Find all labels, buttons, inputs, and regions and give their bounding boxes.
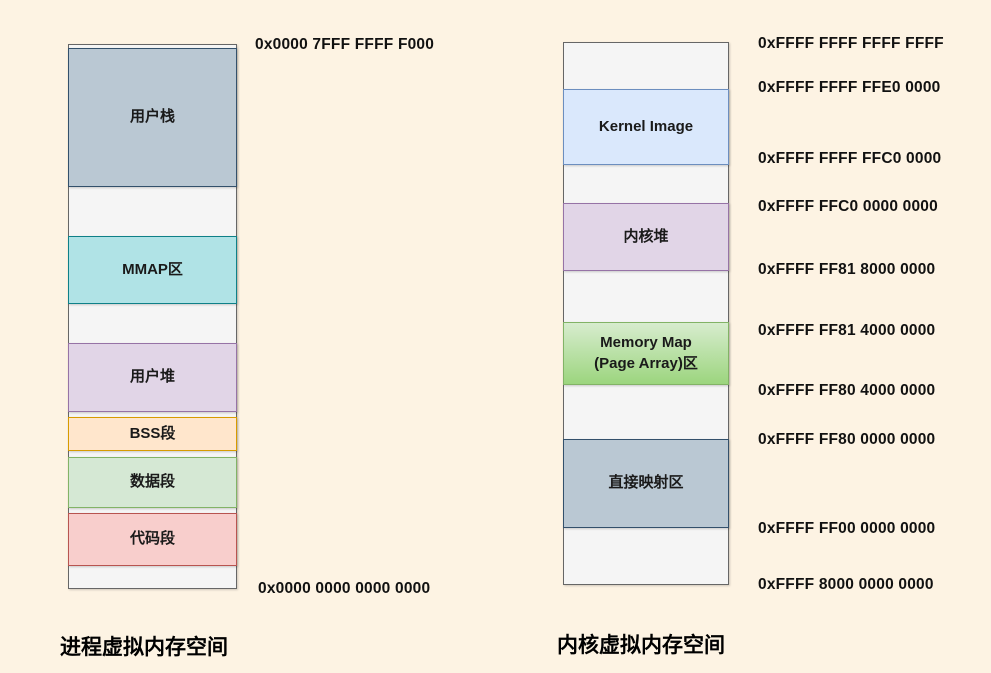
memory-segment: 直接映射区 (563, 439, 729, 528)
memory-segment: 代码段 (68, 513, 237, 566)
memory-segment: 内核堆 (563, 203, 729, 271)
process-memory-column: 用户栈 MMAP区用户堆 BSS段数据段代码段 (68, 44, 237, 589)
kernel-memory-column: Kernel Image 内核堆 Memory Map (Page Array)区直… (563, 42, 729, 585)
address-label-kernel: 0xFFFF FFFF FFFF FFFF (758, 35, 944, 52)
memory-segment: 用户栈 (68, 48, 237, 187)
address-label-process-bottom: 0x0000 0000 0000 0000 (258, 580, 431, 597)
address-label-kernel: 0xFFFF FFC0 0000 0000 (758, 198, 938, 215)
memory-segment: Memory Map (Page Array)区 (563, 322, 729, 385)
address-label-kernel: 0xFFFF FF80 4000 0000 (758, 382, 936, 399)
kernel-diagram-title: 内核虚拟内存空间 (557, 634, 725, 657)
address-label-kernel: 0xFFFF FF81 8000 0000 (758, 261, 936, 278)
memory-segment: Kernel Image (563, 89, 729, 165)
process-diagram-title: 进程虚拟内存空间 (60, 636, 228, 659)
address-label-kernel: 0xFFFF FF00 0000 0000 (758, 520, 936, 537)
address-label-process-top: 0x0000 7FFF FFFF F000 (255, 36, 435, 53)
memory-segment: BSS段 (68, 417, 237, 451)
address-label-kernel: 0xFFFF 8000 0000 0000 (758, 576, 934, 593)
memory-segment: 数据段 (68, 457, 237, 508)
address-label-kernel: 0xFFFF FFFF FFC0 0000 (758, 150, 942, 167)
address-label-kernel: 0xFFFF FF81 4000 0000 (758, 322, 936, 339)
memory-segment: 用户堆 (68, 343, 237, 412)
address-label-kernel: 0xFFFF FFFF FFE0 0000 (758, 79, 941, 96)
address-label-kernel: 0xFFFF FF80 0000 0000 (758, 431, 936, 448)
memory-segment: MMAP区 (68, 236, 237, 304)
